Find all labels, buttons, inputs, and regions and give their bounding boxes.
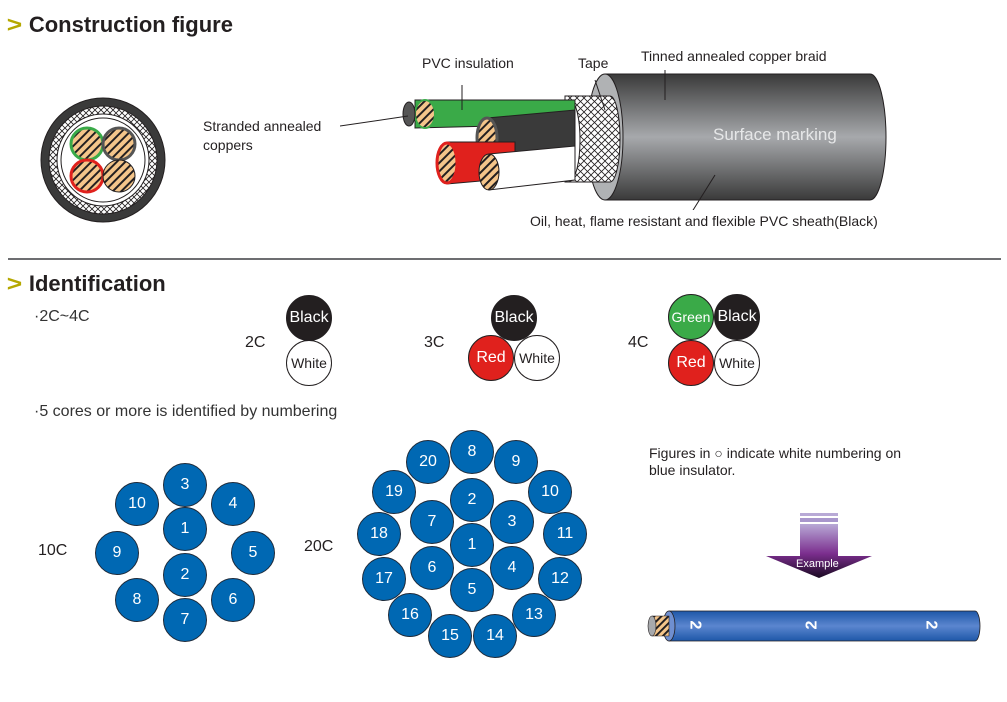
- callout-braid: Tinned annealed copper braid: [641, 48, 827, 64]
- core-number: 13: [512, 593, 556, 637]
- core-red: Red: [468, 335, 514, 381]
- core-number: 10: [115, 482, 159, 526]
- core-number: 10: [528, 470, 572, 514]
- core-section-black: [101, 126, 137, 162]
- chevron-right-icon: >: [6, 12, 23, 37]
- core-number: 19: [372, 470, 416, 514]
- core-black: Black: [491, 295, 537, 341]
- wire-marking: 2: [922, 620, 940, 630]
- core-number: 2: [163, 553, 207, 597]
- wire-marking: 2: [686, 620, 704, 630]
- cable-cross-section: [40, 97, 166, 223]
- example-arrow-icon: [766, 513, 872, 578]
- numbered-wire-example: [647, 610, 981, 642]
- group-label-4c: 4C: [628, 334, 649, 351]
- construction-heading: >Construction figure: [6, 12, 233, 38]
- core-number: 5: [450, 568, 494, 612]
- construction-title: Construction figure: [28, 12, 233, 37]
- core-number: 8: [450, 430, 494, 474]
- core-white: White: [514, 335, 560, 381]
- core-number: 9: [95, 531, 139, 575]
- callout-conductor-line1: Stranded annealed: [203, 118, 322, 134]
- core-number: 6: [211, 578, 255, 622]
- identification-title: Identification: [28, 271, 166, 296]
- callout-conductor-line2: coppers: [203, 137, 253, 153]
- identification-heading: >Identification: [6, 271, 166, 297]
- callout-pvc-insulation: PVC insulation: [422, 55, 514, 71]
- numbering-label: ·5 cores or more is identified by number…: [34, 403, 338, 420]
- core-number: 5: [231, 531, 275, 575]
- core-black: Black: [286, 295, 332, 341]
- twenty-core-label: 20C: [304, 538, 334, 555]
- core-number: 16: [388, 593, 432, 637]
- chevron-right-icon: >: [6, 271, 23, 296]
- group-label-2c: 2C: [245, 334, 266, 351]
- core-number: 17: [362, 557, 406, 601]
- core-green: Green: [668, 294, 714, 340]
- core-number: 8: [115, 578, 159, 622]
- core-section-green: [69, 126, 105, 162]
- core-number: 7: [163, 598, 207, 642]
- core-red: Red: [668, 340, 714, 386]
- core-number: 1: [450, 523, 494, 567]
- section-divider: [8, 258, 1001, 260]
- core-number: 20: [406, 440, 450, 484]
- surface-marking-label: Surface marking: [713, 125, 837, 144]
- note-line2: blue insulator.: [649, 462, 736, 478]
- core-number: 11: [543, 512, 587, 556]
- core-white: White: [286, 340, 332, 386]
- core-number: 4: [211, 482, 255, 526]
- core-number: 4: [490, 546, 534, 590]
- example-label: Example: [796, 558, 839, 570]
- core-number: 2: [450, 478, 494, 522]
- note-line1: Figures in ○ indicate white numbering on: [649, 445, 902, 461]
- core-white: White: [714, 340, 760, 386]
- ten-core-label: 10C: [38, 542, 68, 559]
- core-number: 7: [410, 500, 454, 544]
- core-number: 3: [490, 500, 534, 544]
- core-number: 18: [357, 512, 401, 556]
- core-section-red: [69, 158, 105, 194]
- core-number: 1: [163, 507, 207, 551]
- core-number: 14: [473, 614, 517, 658]
- callout-sheath: Oil, heat, flame resistant and flexible …: [530, 213, 878, 229]
- range-label: ·2C~4C: [34, 308, 90, 325]
- cable-side-view: [402, 70, 887, 210]
- core-number: 15: [428, 614, 472, 658]
- core-black: Black: [714, 294, 760, 340]
- callout-tape: Tape: [578, 55, 609, 71]
- core-number: 3: [163, 463, 207, 507]
- core-section-white: [102, 159, 136, 193]
- core-number: 9: [494, 440, 538, 484]
- conductor-leader-line: [340, 115, 409, 127]
- core-number: 6: [410, 546, 454, 590]
- group-label-3c: 3C: [424, 334, 445, 351]
- wire-marking: 2: [803, 620, 821, 630]
- core-number: 12: [538, 557, 582, 601]
